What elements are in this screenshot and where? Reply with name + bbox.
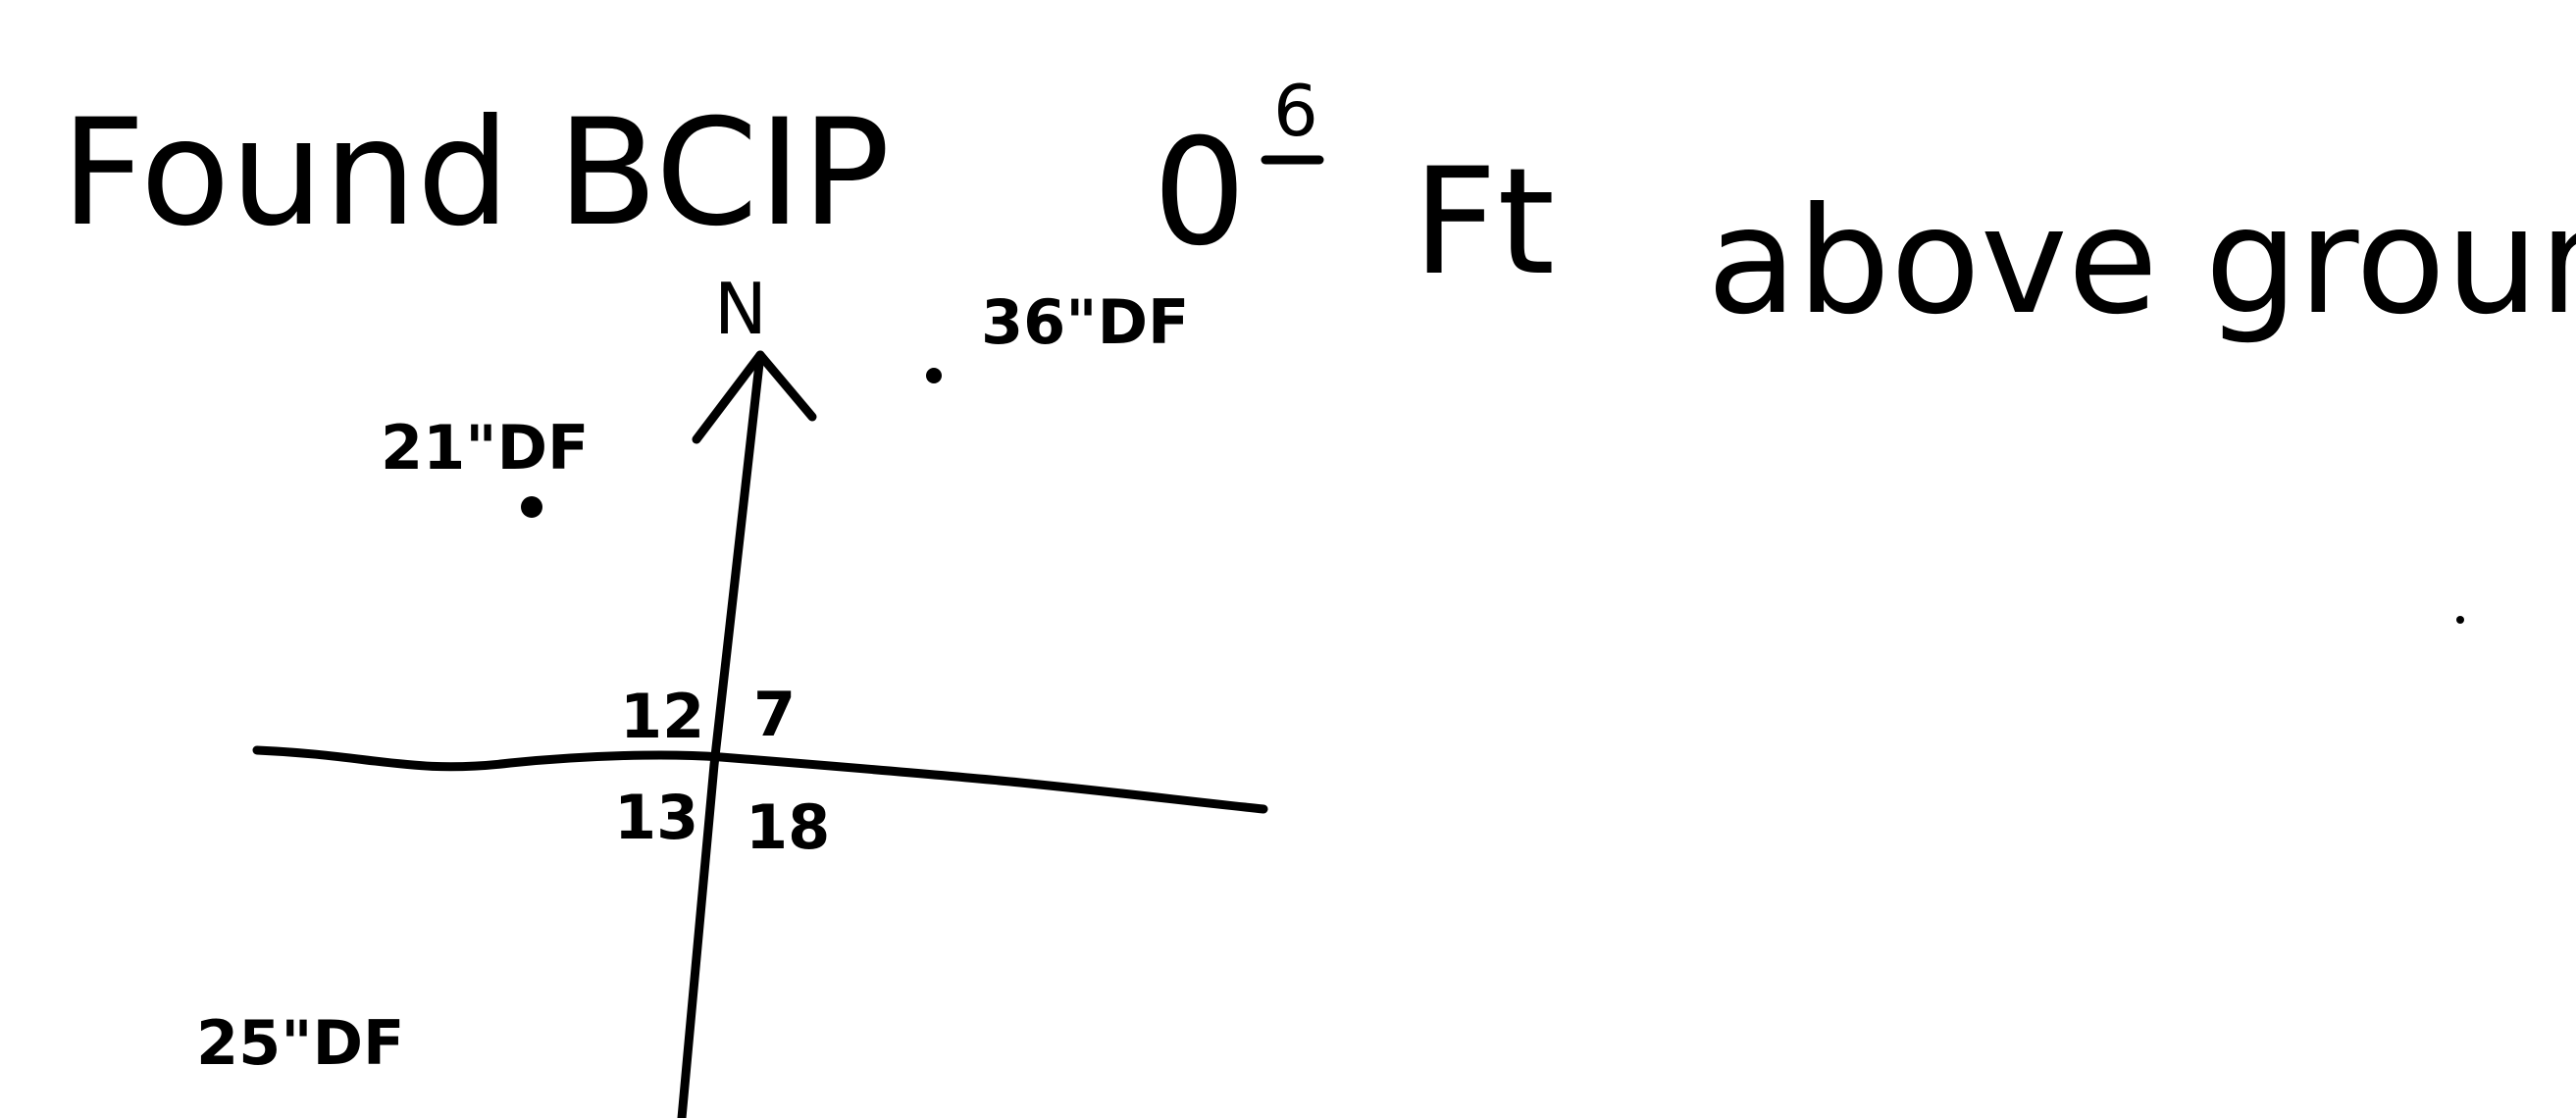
stray-mark	[2456, 616, 2464, 624]
tree-dot	[521, 496, 542, 518]
note-height-value: 0	[1153, 108, 1246, 279]
tree-dot	[926, 368, 942, 383]
section-corner-numbers: 12 7 13 18	[614, 679, 830, 863]
note-height-superscript: 6	[1273, 70, 1318, 152]
note-prefix: Found BCIP	[61, 88, 890, 259]
tree-label: 36"DF	[981, 286, 1189, 358]
bearing-tree-1: 36"DF	[926, 286, 1189, 383]
note-suffix: above ground	[1707, 177, 2576, 347]
north-label: N	[714, 268, 767, 350]
north-arrow: N	[677, 268, 817, 1118]
section-ne: 7	[753, 679, 796, 750]
section-line	[252, 745, 1268, 814]
note-unit: Ft	[1413, 137, 1555, 308]
bearing-tree-3: 25"DF	[196, 1007, 404, 1079]
heading-note: Found BCIP 0 6 Ft above ground	[61, 70, 2576, 347]
section-sw: 13	[614, 782, 698, 853]
bearing-tree-2: 21"DF	[381, 412, 589, 518]
section-se: 18	[746, 791, 830, 863]
meridian-line	[677, 350, 765, 1118]
section-nw: 12	[620, 681, 704, 752]
tree-label: 25"DF	[196, 1007, 404, 1079]
tree-label: 21"DF	[381, 412, 589, 483]
